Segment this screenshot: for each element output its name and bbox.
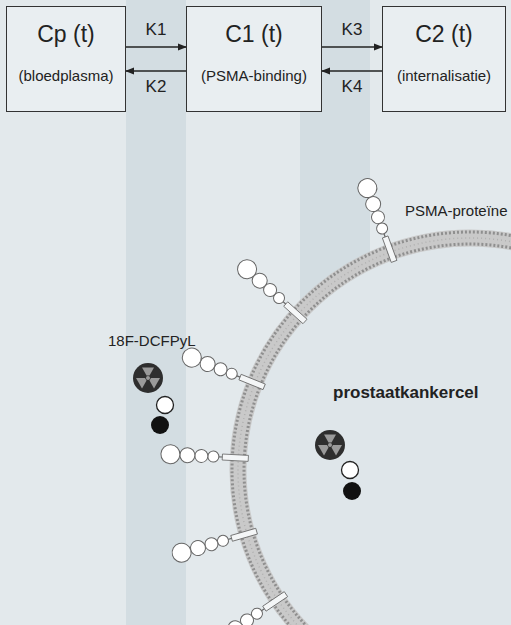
rate-arrow [126, 70, 186, 71]
tracer-molecule [133, 363, 174, 434]
compartment-symbol: C1 (t) [225, 21, 283, 49]
compartment-name: (bloedplasma) [18, 67, 113, 85]
rate-arrow [322, 46, 382, 47]
compartment-symbol: C2 (t) [415, 21, 473, 49]
rate-arrow [126, 46, 186, 47]
part-label: PSMA-proteïne [405, 202, 508, 219]
compartment-box: Cp (t) (bloedplasma) [6, 6, 126, 112]
compartment-box: C1 (t) (PSMA-binding) [186, 6, 322, 112]
compartment-box: C2 (t) (internalisatie) [382, 6, 506, 112]
rate-arrow [322, 70, 382, 71]
rate-constant: K2 [146, 77, 167, 97]
cell [232, 232, 511, 625]
rate-constant: K4 [342, 77, 363, 97]
compartment-name: (internalisatie) [397, 67, 491, 85]
rate-constant: K1 [146, 20, 167, 40]
part-label: 18F-DCFPyL [108, 332, 196, 349]
compartment-name: (PSMA-binding) [201, 67, 307, 85]
rate-constant: K3 [342, 20, 363, 40]
cell-label: prostaatkankercel [333, 383, 479, 403]
tracer-molecule-internalised [315, 430, 361, 500]
compartment-symbol: Cp (t) [37, 21, 95, 49]
band [126, 0, 186, 625]
